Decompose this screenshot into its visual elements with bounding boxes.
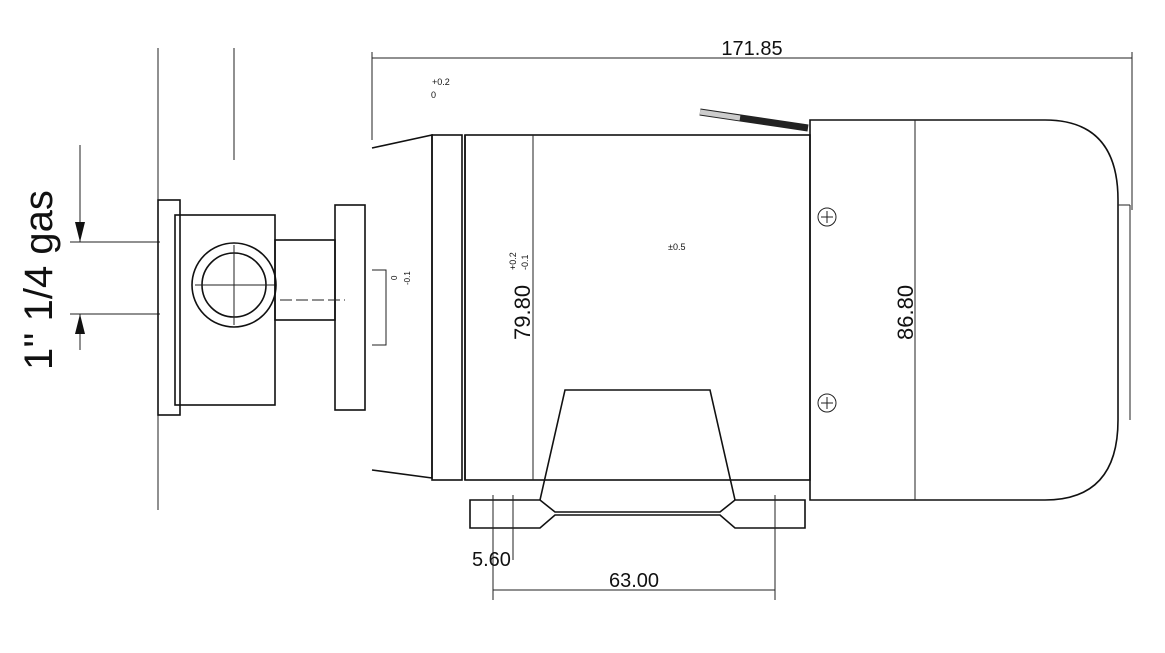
- foot-spacing-label: 63.00: [609, 570, 659, 592]
- motor-end: 86.80: [809, 119, 1131, 501]
- motor-body: 79.80 +0.2 -0.1 ±0.5: [464, 134, 811, 501]
- pump-head: [157, 199, 366, 416]
- overall-length-label: 171.85: [721, 38, 782, 60]
- svg-text:+0.2: +0.2: [508, 252, 518, 270]
- svg-text:-0.1: -0.1: [403, 271, 412, 285]
- svg-text:+0.2: +0.2: [432, 77, 450, 87]
- top-tolerance: +0.2 0: [431, 77, 450, 100]
- foot-offset-label: 5.60: [472, 549, 511, 571]
- port-dimension: 1'' 1/4 gas: [17, 145, 160, 370]
- motor-diameter-label: 86.80: [893, 285, 918, 340]
- svg-text:0: 0: [431, 90, 436, 100]
- svg-text:0: 0: [390, 275, 399, 280]
- flange: [431, 134, 463, 481]
- body-diameter-label: 79.80: [510, 285, 535, 340]
- svg-text:-0.1: -0.1: [520, 254, 530, 270]
- general-tolerance: ±0.5: [668, 242, 685, 252]
- overall-length-dimension: 171.85: [371, 38, 1133, 210]
- mounting-feet: 5.60 63.00: [469, 495, 806, 600]
- adapter: [371, 134, 433, 479]
- port-size-label: 1'' 1/4 gas: [17, 190, 61, 370]
- power-cable: [699, 108, 809, 132]
- shaft-tolerance: 0 -0.1: [390, 271, 412, 285]
